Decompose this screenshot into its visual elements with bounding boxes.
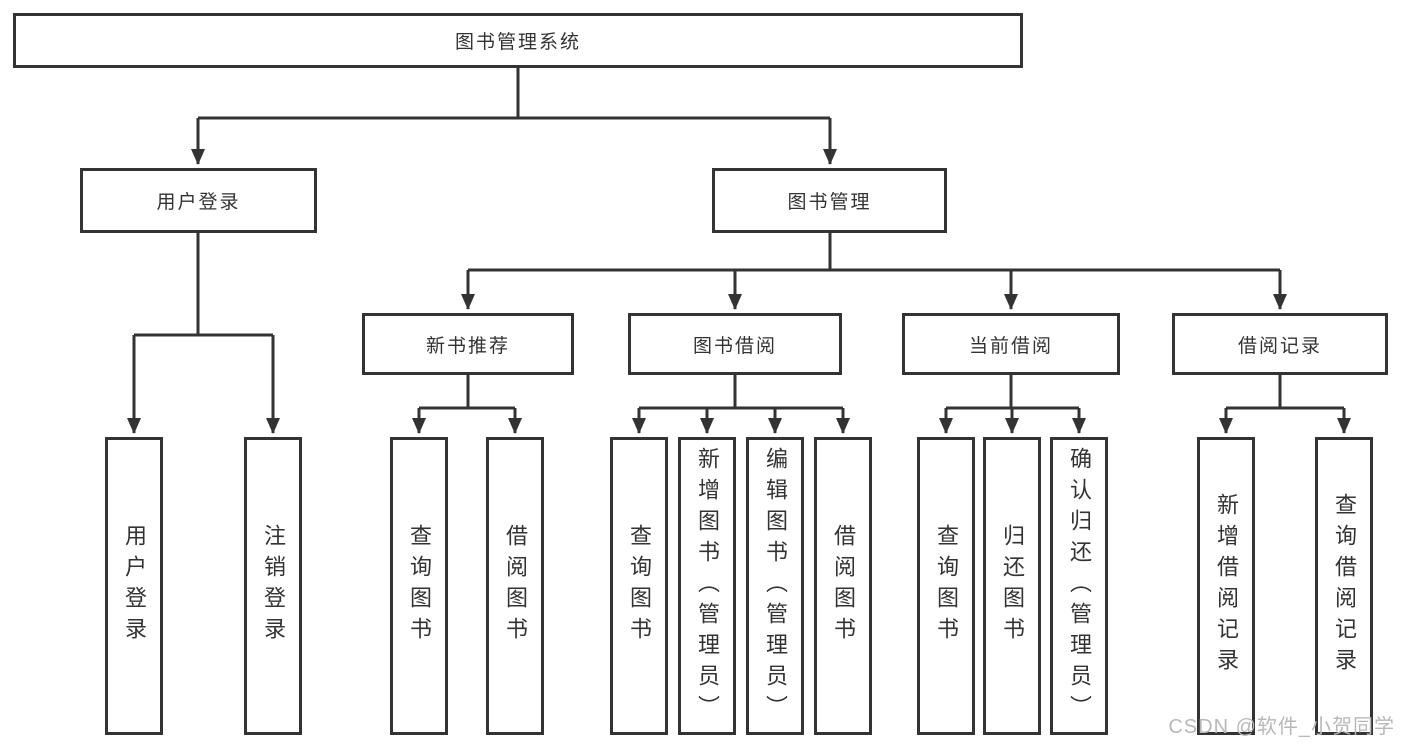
leaf-current-confirm-return-admin: 确认归还（管理员） [1050, 437, 1108, 735]
leaf-borrow-edit-book-admin: 编辑图书（管理员） [746, 437, 804, 735]
node-book-management: 图书管理 [712, 168, 947, 233]
node-root-system: 图书管理系统 [13, 13, 1023, 68]
leaf-logout: 注销登录 [244, 437, 302, 735]
node-book-borrow: 图书借阅 [628, 313, 842, 375]
csdn-watermark: CSDN @软件_小贺同学 [1168, 716, 1395, 738]
leaf-current-query-book: 查询图书 [917, 437, 975, 735]
leaf-borrow-add-book-admin: 新增图书（管理员） [678, 437, 736, 735]
leaf-newbooks-query-book: 查询图书 [390, 437, 448, 735]
node-new-book-recommend: 新书推荐 [362, 313, 574, 375]
leaf-current-return-book: 归还图书 [983, 437, 1041, 735]
node-borrow-records: 借阅记录 [1172, 313, 1388, 375]
leaf-newbooks-borrow-book: 借阅图书 [486, 437, 544, 735]
node-current-borrow: 当前借阅 [902, 313, 1120, 375]
leaf-records-add-record: 新增借阅记录 [1197, 437, 1255, 735]
leaf-borrow-borrow-book: 借阅图书 [814, 437, 872, 735]
leaf-records-query-record: 查询借阅记录 [1315, 437, 1373, 735]
leaf-user-login: 用户登录 [105, 437, 163, 735]
leaf-borrow-query-book: 查询图书 [610, 437, 668, 735]
node-user-login: 用户登录 [80, 168, 317, 233]
